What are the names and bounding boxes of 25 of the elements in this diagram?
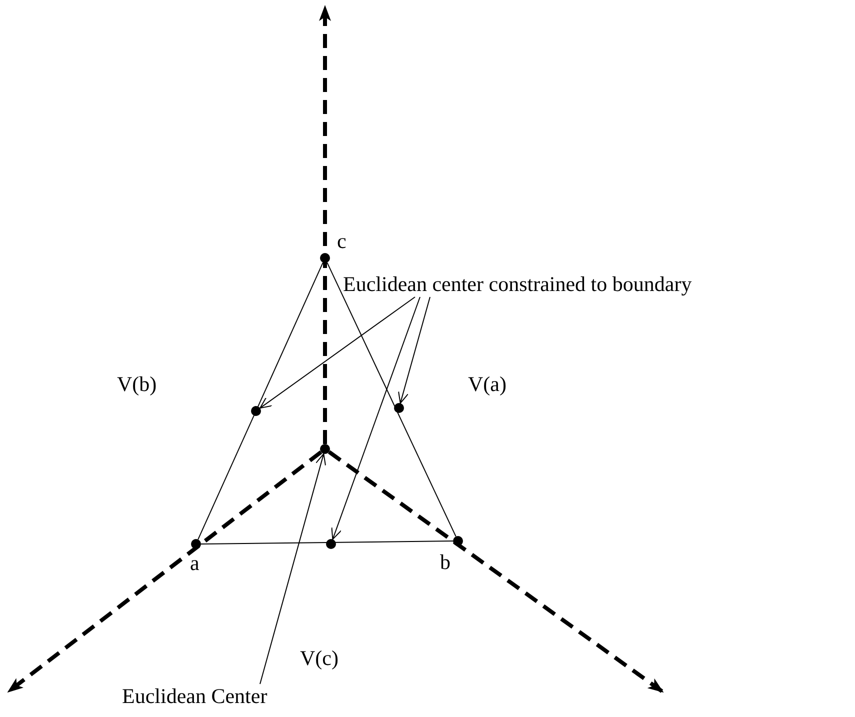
region-label: V(a) (468, 372, 506, 396)
dashed-arrow (319, 5, 331, 444)
triangle-side (326, 262, 456, 537)
point-dot (251, 406, 261, 416)
callout-text: Euclidean center constrained to boundary (343, 272, 692, 296)
triangle-side (200, 540, 454, 544)
vertex-label: b (440, 551, 450, 573)
dashed-arrow (328, 450, 664, 694)
leader-arrow (260, 453, 326, 684)
vertex-label: a (190, 552, 200, 574)
point-dot (191, 539, 201, 549)
dashed-arrow (6, 450, 322, 694)
callout-text: Euclidean Center (122, 684, 268, 708)
point-dot (453, 536, 463, 546)
leader-arrow (260, 296, 416, 409)
point-dot (326, 539, 336, 549)
region-label: V(c) (300, 646, 338, 670)
leader-arrow (331, 296, 420, 540)
point-dot (394, 403, 404, 413)
region-label: V(b) (117, 372, 157, 396)
leader-arrow (398, 296, 430, 404)
triangle-side (198, 262, 324, 540)
point-dot (320, 253, 330, 263)
vertex-label: c (337, 230, 346, 252)
point-dot (320, 444, 330, 454)
